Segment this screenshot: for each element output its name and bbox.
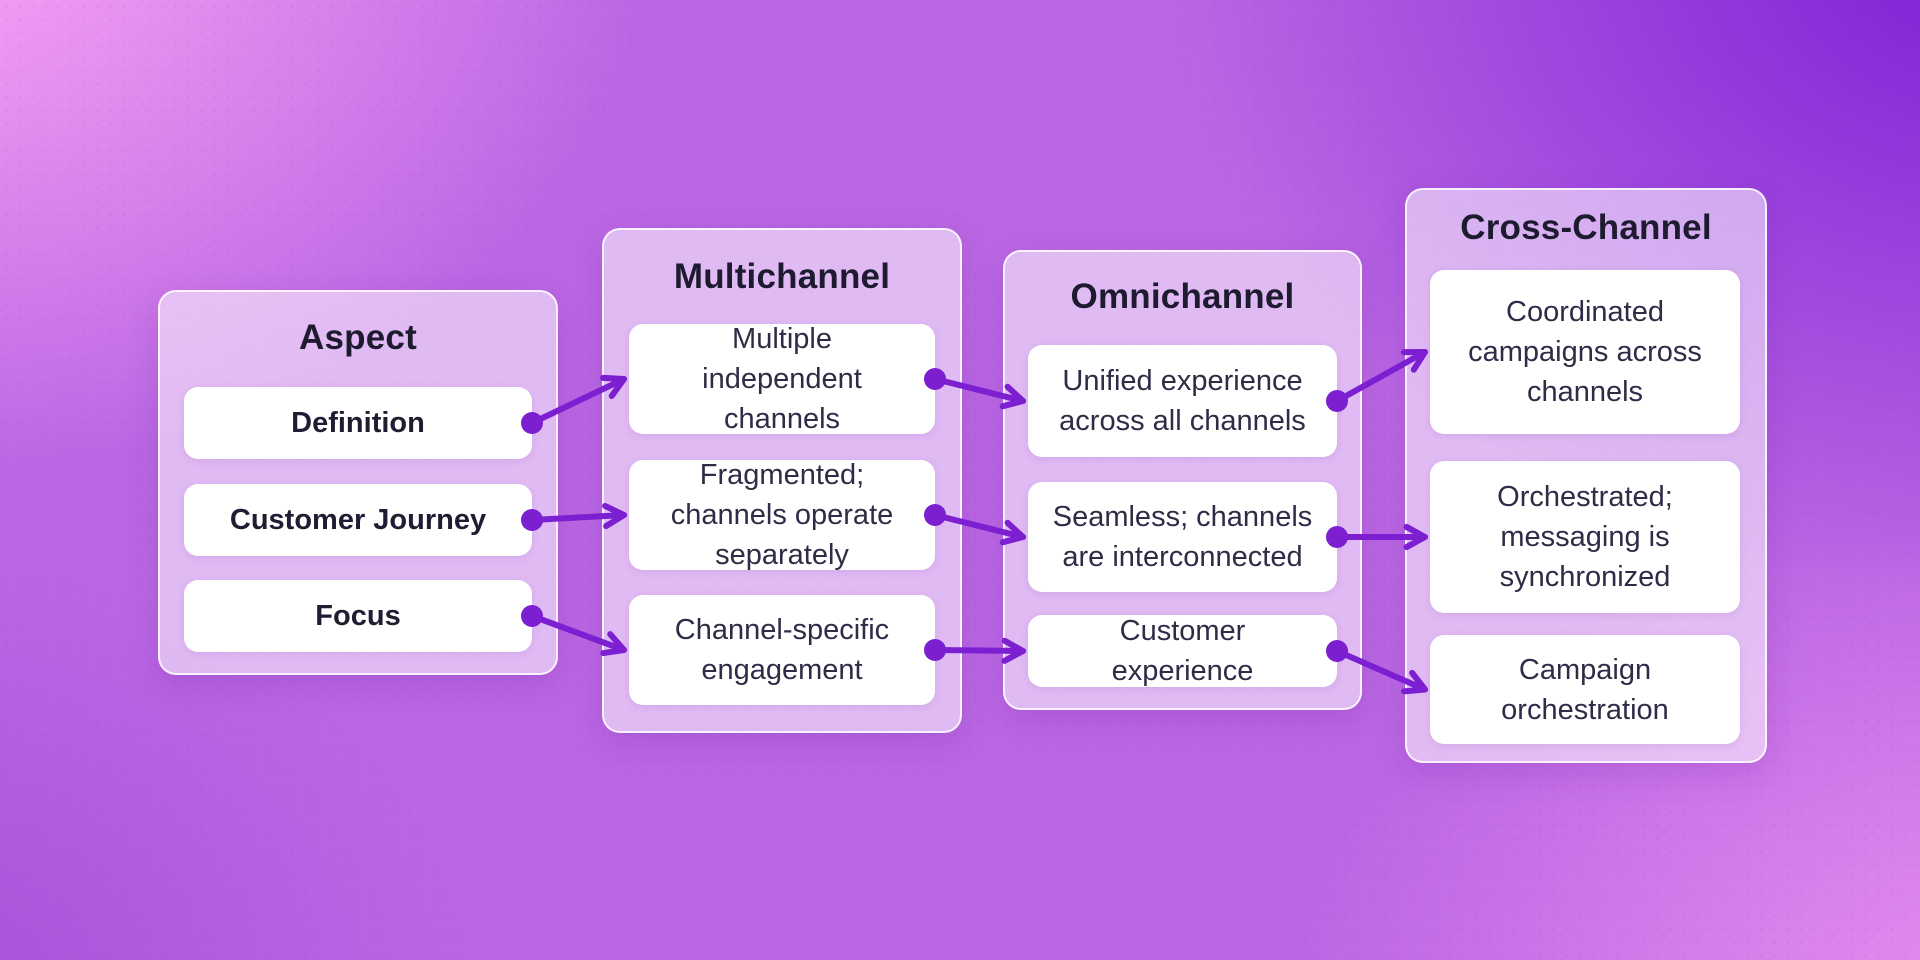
item-box: Customer experience	[1028, 615, 1337, 687]
item-box: Definition	[184, 387, 532, 459]
card-omnichannel: Omnichannel Unified experience across al…	[1003, 250, 1362, 710]
item-box: Unified experience across all channels	[1028, 345, 1337, 457]
card-title: Aspect	[299, 318, 417, 357]
card-title: Cross-Channel	[1460, 208, 1712, 247]
item-box: Orchestrated; messaging is synchronized	[1430, 461, 1740, 613]
item-box: Channel-specific engagement	[629, 595, 935, 705]
card-aspect: Aspect Definition Customer Journey Focus	[158, 290, 558, 675]
item-box: Multiple independent channels	[629, 323, 935, 435]
item-box: Coordinated campaigns across channels	[1430, 270, 1740, 434]
item-box: Campaign orchestration	[1430, 635, 1740, 744]
item-box: Focus	[184, 580, 532, 652]
card-title: Omnichannel	[1070, 277, 1295, 316]
item-box: Seamless; channels are interconnected	[1028, 482, 1337, 592]
item-box: Fragmented; channels operate separately	[629, 459, 935, 571]
card-multichannel: Multichannel Multiple independent channe…	[602, 228, 962, 733]
card-cross-channel: Cross-Channel Coordinated campaigns acro…	[1405, 188, 1767, 763]
item-box: Customer Journey	[184, 484, 532, 556]
card-title: Multichannel	[673, 257, 891, 296]
